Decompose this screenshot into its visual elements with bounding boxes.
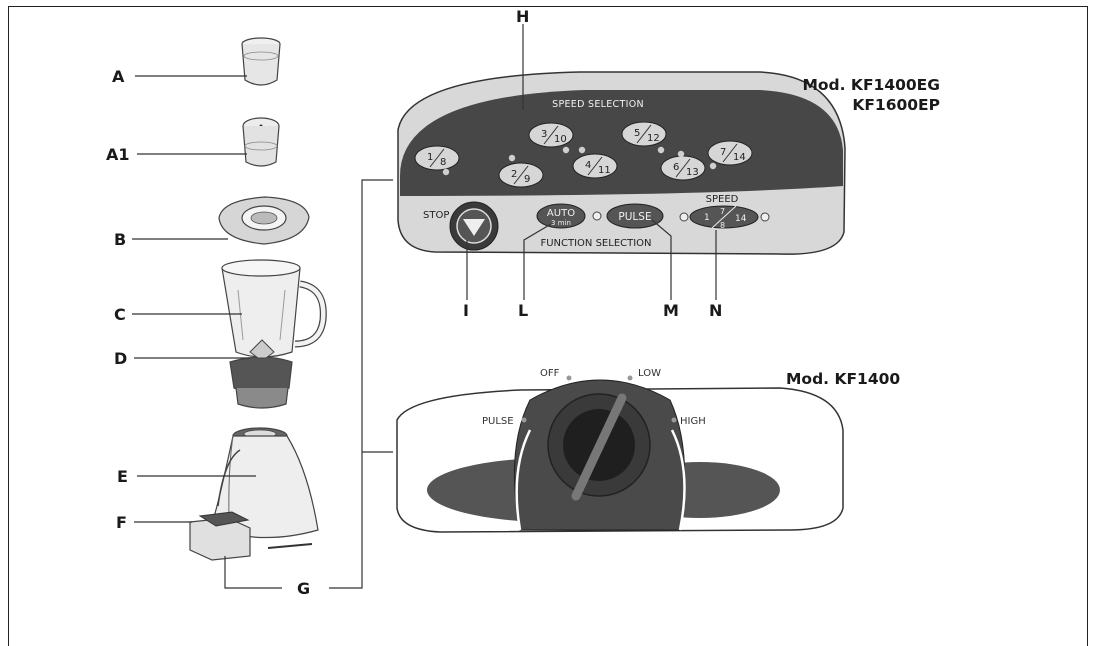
knob-off-label: OFF [540,368,560,379]
speed-button-low-label: 1 [427,152,433,163]
speed-led-left-icon [679,212,689,222]
off-dot-icon [566,375,572,381]
part-a-measuring-cap [241,37,281,86]
label-h: H [516,7,529,26]
label-c: C [114,305,126,324]
pulse-button[interactable] [606,203,664,229]
label-d: D [114,349,127,368]
speed-led-icon [657,146,665,154]
speed-button-high-label: 9 [524,174,530,185]
speed-button-low-label: 5 [634,128,640,139]
stop-triangle-icon [463,219,485,236]
label-m: M [663,301,679,320]
label-a: A [112,67,125,86]
pulse-dot-icon [521,417,527,423]
speed-button-low-label: 4 [585,160,591,171]
model-kf1400eg: Mod. KF1400EG [802,76,940,94]
part-a1-cap [242,117,280,167]
label-b: B [114,230,126,249]
speed-button-high-label: 13 [686,167,699,178]
auto-sub-label: 3 min [551,219,571,227]
figure-frame [8,6,1088,646]
high-dot-icon [671,417,677,423]
pulse-label: PULSE [618,211,651,223]
speed-button-5-12[interactable]: 5 12 [621,121,667,147]
speed-button-high-label: 11 [598,165,611,176]
speed-led-icon [562,146,570,154]
speed-button-4-11[interactable]: 4 11 [572,153,618,179]
speed-button-low-label: 3 [541,129,547,140]
label-e: E [117,467,128,486]
speed-range-button[interactable] [689,205,759,229]
speed-led-icon [442,168,450,176]
speed-range-1: 1 [704,213,710,223]
model-kf1400: Mod. KF1400 [786,370,900,388]
part-e-motor-base [209,427,319,539]
speed-button-3-10[interactable]: 3 10 [528,122,574,148]
speed-button-high-label: 14 [733,152,746,163]
speed-button-low-label: 2 [511,169,517,180]
model-kf1600ep: KF1600EP [852,96,940,114]
speed-button-high-label: 8 [440,157,446,168]
part-b-lid [218,196,310,245]
speed-small-label: SPEED [706,194,739,205]
speed-button-high-label: 12 [647,133,660,144]
speed-button-low-label: 7 [720,147,726,158]
speed-knob[interactable] [547,393,651,501]
speed-led-right-icon [760,212,770,222]
label-l: L [518,301,528,320]
part-c-jug [221,259,327,358]
speed-range-7: 7 [720,207,725,216]
auto-label: AUTO [547,208,575,219]
auto-button[interactable] [536,203,586,229]
auto-led-icon [592,211,602,221]
stop-button[interactable] [449,201,499,251]
low-dot-icon [627,375,633,381]
speed-button-6-13[interactable]: 6 13 [660,155,706,181]
knob-low-label: LOW [638,368,661,379]
speed-range-8: 8 [720,221,725,230]
leader-lines-left [132,75,393,589]
speed-led-icon [578,146,586,154]
knob-pulse-label: PULSE [482,416,514,427]
speed-button-low-label: 6 [673,162,679,173]
label-a1: A1 [106,145,130,164]
speed-range-14: 14 [735,214,747,224]
speed-led-icon [709,162,717,170]
speed-led-icon [677,150,685,158]
function-selection-label: FUNCTION SELECTION [540,238,651,249]
label-f: F [116,513,127,532]
leader-lines-panel [466,24,717,300]
speed-button-7-14[interactable]: 7 14 [707,140,753,166]
speed-selection-label: SPEED SELECTION [552,99,644,110]
stop-label: STOP [423,210,449,221]
label-n: N [709,301,722,320]
speed-button-high-label: 10 [554,134,567,145]
label-i: I [463,301,469,320]
speed-led-icon [508,154,516,162]
part-f-control [189,449,251,561]
knob-high-label: HIGH [680,416,706,427]
label-g: G [297,579,310,598]
